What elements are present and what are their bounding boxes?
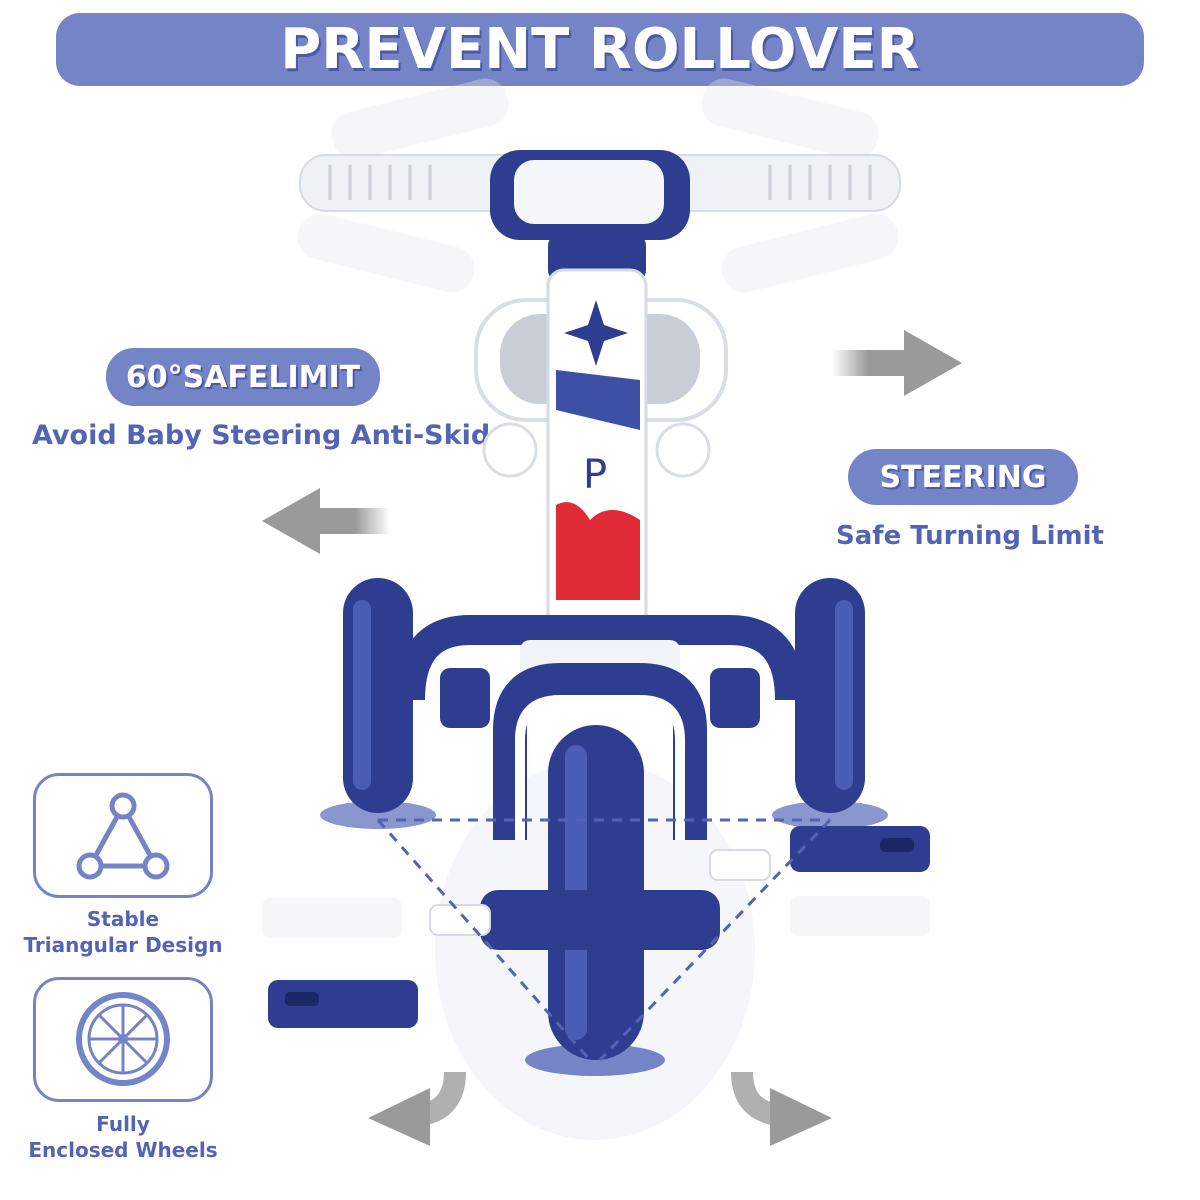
wheel-icon — [76, 992, 170, 1086]
title-banner: PREVENT ROLLOVER — [56, 13, 1144, 86]
pedal-ghosts — [262, 896, 930, 938]
triangle-feature-label: Stable Triangular Design — [13, 906, 233, 958]
wheel-feature-line1: Fully — [96, 1112, 150, 1136]
front-fork — [493, 663, 707, 840]
triangle-feature-line2: Triangular Design — [23, 933, 223, 957]
safe-limit-badge: 60°SAFELIMIT — [106, 348, 380, 406]
wheel-feature-label: Fully Enclosed Wheels — [13, 1111, 233, 1163]
steering-badge-text: STEERING — [879, 459, 1047, 495]
wheel-feature-line2: Enclosed Wheels — [28, 1138, 218, 1162]
handlebar-ghosts — [297, 78, 899, 293]
curved-arrow-right-icon — [731, 1071, 832, 1146]
safe-limit-badge-text: 60°SAFELIMIT — [125, 359, 361, 395]
pedal-left — [268, 980, 418, 1028]
svg-text:P: P — [583, 452, 607, 498]
steering-badge: STEERING — [848, 449, 1078, 505]
safe-limit-caption: Avoid Baby Steering Anti-Skid — [32, 420, 491, 451]
arrow-right-icon — [832, 330, 962, 396]
triangle-feature-line1: Stable — [86, 907, 160, 931]
arrow-left-icon — [262, 488, 390, 554]
handlebar — [299, 150, 901, 284]
page-title: PREVENT ROLLOVER — [280, 17, 920, 82]
triangle-icon — [76, 792, 170, 880]
pedal-right — [790, 826, 930, 872]
rear-wheel-left — [320, 578, 436, 829]
frame-column: P — [482, 268, 711, 642]
steering-caption: Safe Turning Limit — [836, 521, 1104, 551]
stability-triangle — [376, 818, 832, 1062]
rear-wheel-right — [772, 578, 888, 829]
crank-housing — [429, 849, 771, 950]
curved-arrow-left-icon — [368, 1071, 466, 1146]
